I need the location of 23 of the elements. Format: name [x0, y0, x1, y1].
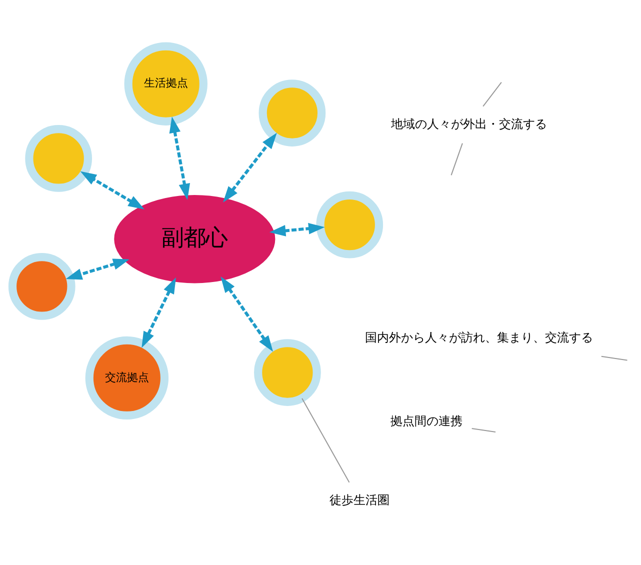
- connector: [450, 143, 463, 176]
- arrow: [142, 277, 176, 348]
- arrow: [80, 171, 144, 210]
- node-circle: [8, 253, 76, 320]
- connector: [482, 82, 502, 107]
- node-circle: [25, 125, 92, 192]
- node-circle: 交流拠点: [85, 336, 169, 420]
- node-circle: 生活拠点: [124, 42, 208, 126]
- connector: [601, 356, 628, 361]
- connector: [472, 428, 496, 433]
- arrow: [269, 222, 325, 236]
- node-text: 地域の人々が外出・交流する: [390, 116, 547, 131]
- arrow: [222, 132, 277, 203]
- connector: [302, 398, 350, 483]
- arrow: [169, 116, 190, 200]
- node-circle: [316, 191, 384, 258]
- node-text: 国内外から人々が訪れ、集まり、交流する: [365, 330, 594, 344]
- node-circle: [258, 80, 326, 146]
- arrow: [220, 276, 274, 352]
- node-text: 拠点間の連携: [390, 414, 462, 428]
- node-circle: [254, 339, 321, 406]
- arrow: [66, 258, 130, 280]
- node-text: 徒歩生活圏: [330, 492, 390, 507]
